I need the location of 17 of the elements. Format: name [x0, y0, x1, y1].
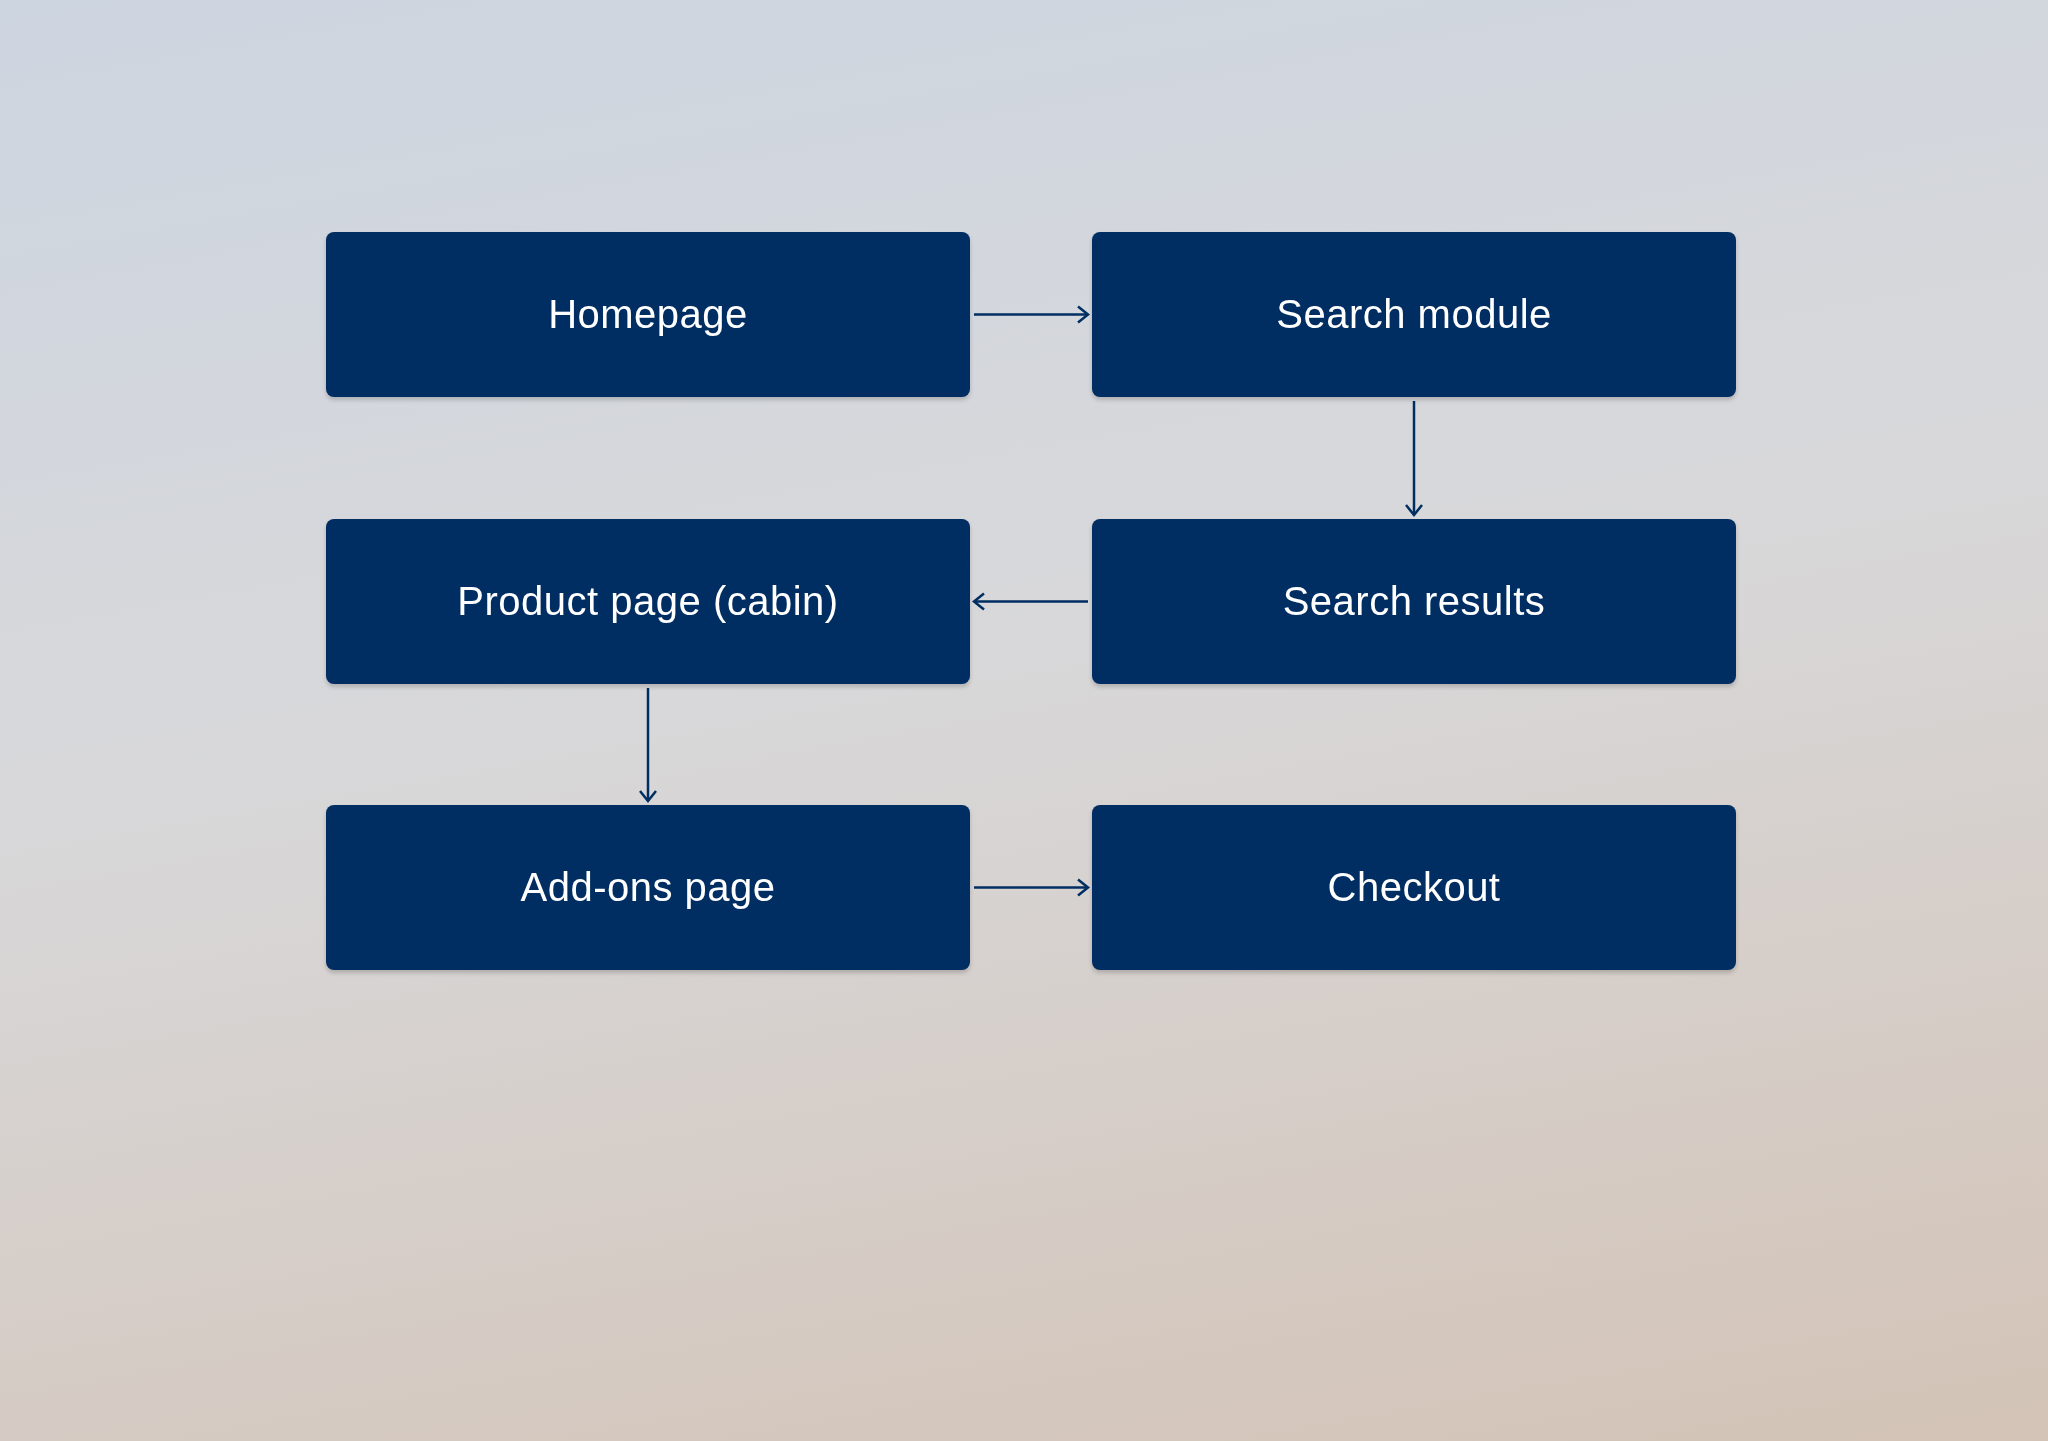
box-label: Homepage [548, 292, 748, 337]
box-label: Search module [1276, 292, 1552, 337]
box-label: Checkout [1327, 865, 1501, 910]
process-box [1092, 232, 1736, 397]
box-label: Search results [1282, 579, 1546, 624]
arrow [974, 305, 1090, 324]
arrow [638, 688, 658, 803]
process-box [326, 232, 970, 397]
box-label: Add-ons page [520, 865, 776, 910]
process-box [1092, 519, 1736, 684]
arrow [972, 592, 1088, 611]
box-label: Product page (cabin) [457, 579, 839, 624]
arrow [1404, 401, 1424, 517]
process-box [326, 519, 970, 684]
arrow [974, 878, 1090, 897]
process-box [1092, 805, 1736, 970]
process-box [326, 805, 970, 970]
